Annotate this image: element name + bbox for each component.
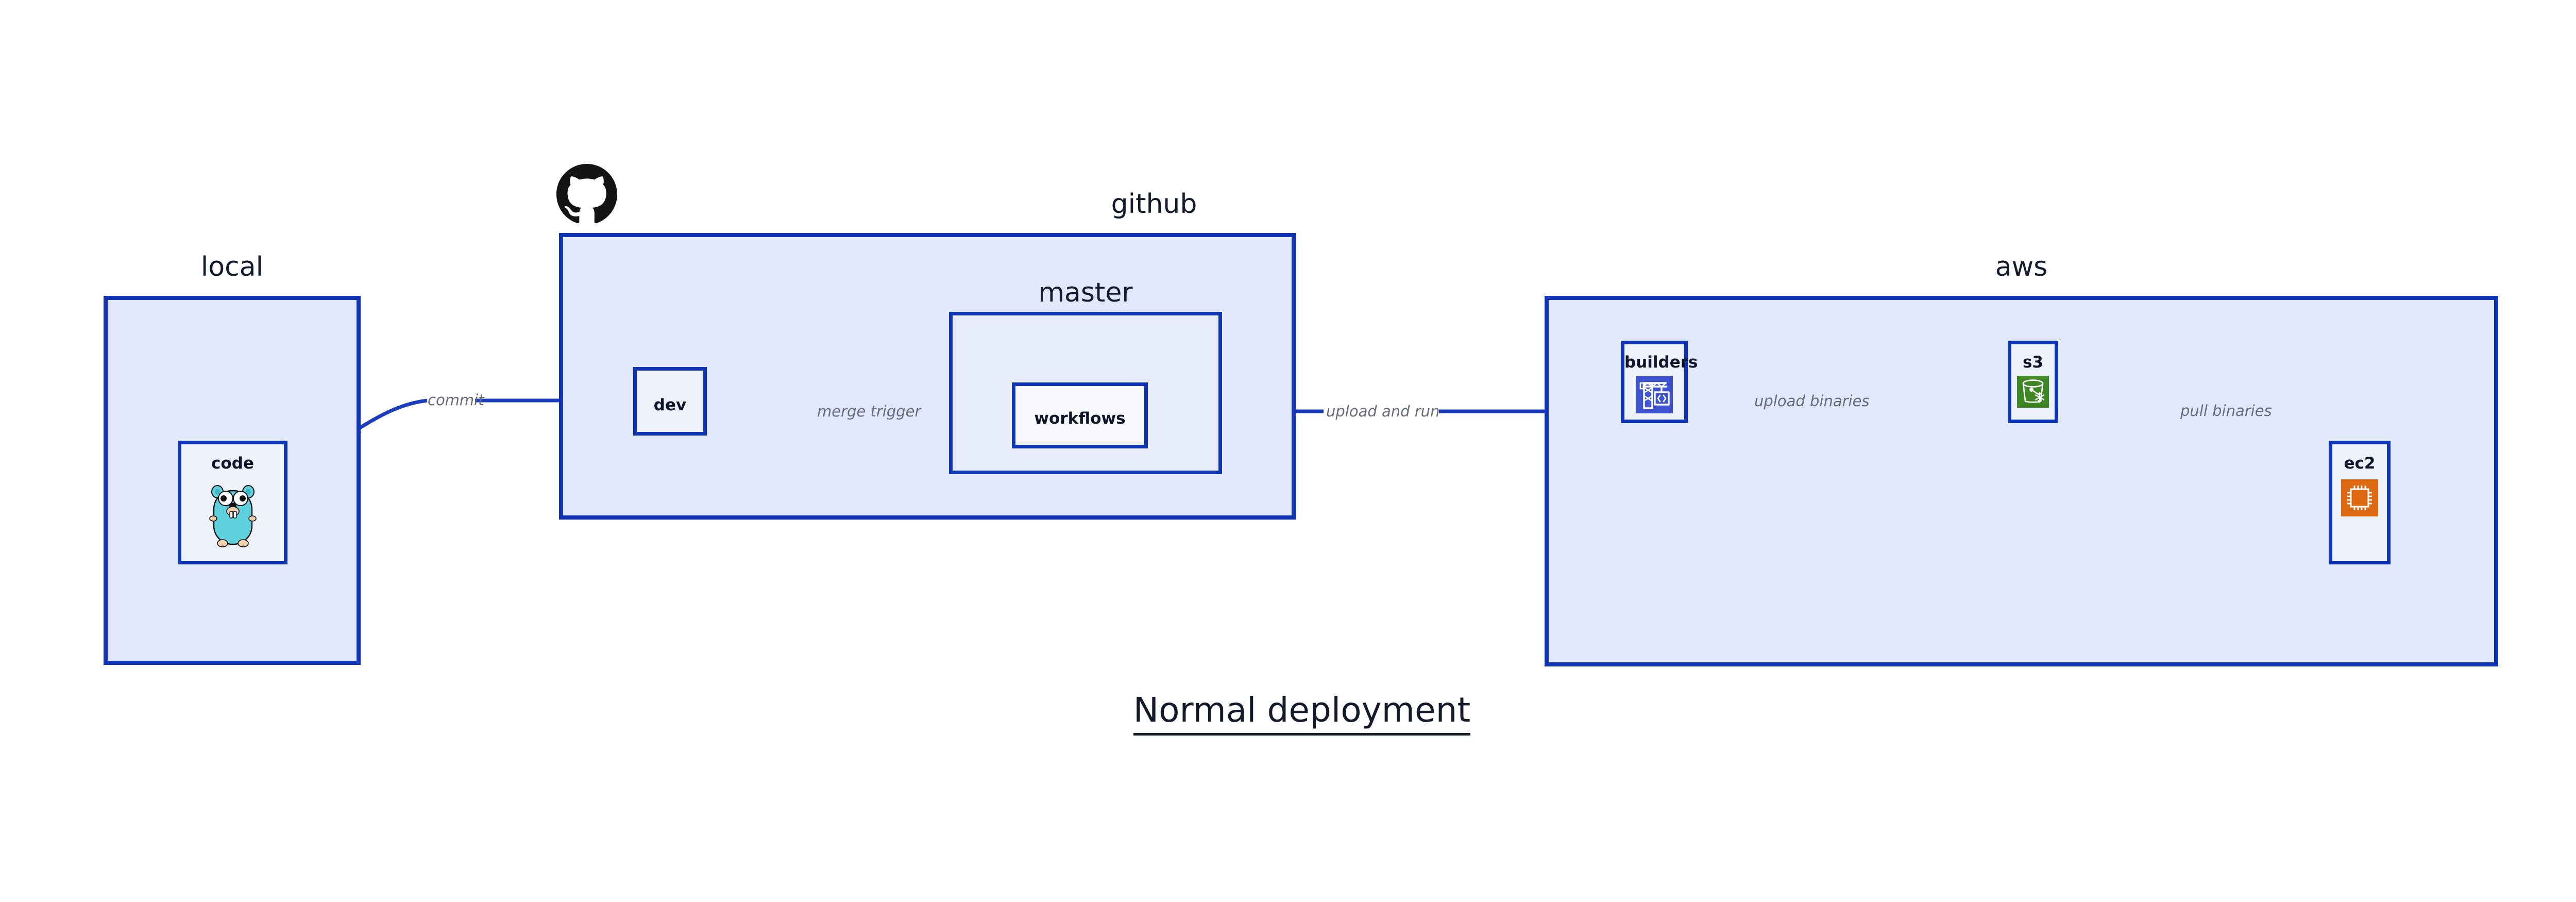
- page-title: Normal deployment: [0, 690, 2576, 736]
- node-label-code: code: [211, 454, 254, 473]
- node-code[interactable]: code: [178, 441, 287, 564]
- edge-label-merge-trigger: merge trigger: [817, 403, 921, 420]
- edge-label-upload-binaries: upload binaries: [1754, 392, 1870, 410]
- node-label-builders: builders: [1624, 353, 1698, 372]
- node-label-workflows: workflows: [1034, 409, 1126, 428]
- page-title-text: Normal deployment: [1133, 690, 1471, 736]
- aws-codebuild-crane-icon: [1636, 376, 1673, 413]
- group-label-github: github: [1111, 189, 1197, 220]
- group-label-local: local: [200, 252, 264, 282]
- node-label-s3: s3: [2022, 353, 2044, 372]
- node-s3[interactable]: s3: [2008, 341, 2058, 423]
- aws-ec2-chip-icon: [2341, 479, 2378, 516]
- node-workflows[interactable]: workflows: [1012, 382, 1148, 448]
- group-label-aws: aws: [1995, 252, 2048, 282]
- go-gopher-icon: [208, 481, 258, 548]
- aws-s3-glacier-bucket-icon: [2017, 376, 2049, 408]
- edge-label-upload-and-run: upload and run: [1326, 403, 1440, 420]
- group-label-master: master: [1038, 277, 1133, 308]
- node-label-dev: dev: [653, 396, 687, 414]
- github-octocat-logo: [556, 164, 617, 225]
- node-label-ec2: ec2: [2344, 454, 2376, 473]
- node-dev[interactable]: dev: [633, 367, 707, 436]
- edge-label-pull-binaries: pull binaries: [2180, 402, 2272, 420]
- node-builders[interactable]: builders: [1621, 341, 1698, 423]
- node-ec2[interactable]: ec2: [2329, 441, 2391, 564]
- edge-label-commit: commit: [428, 391, 484, 409]
